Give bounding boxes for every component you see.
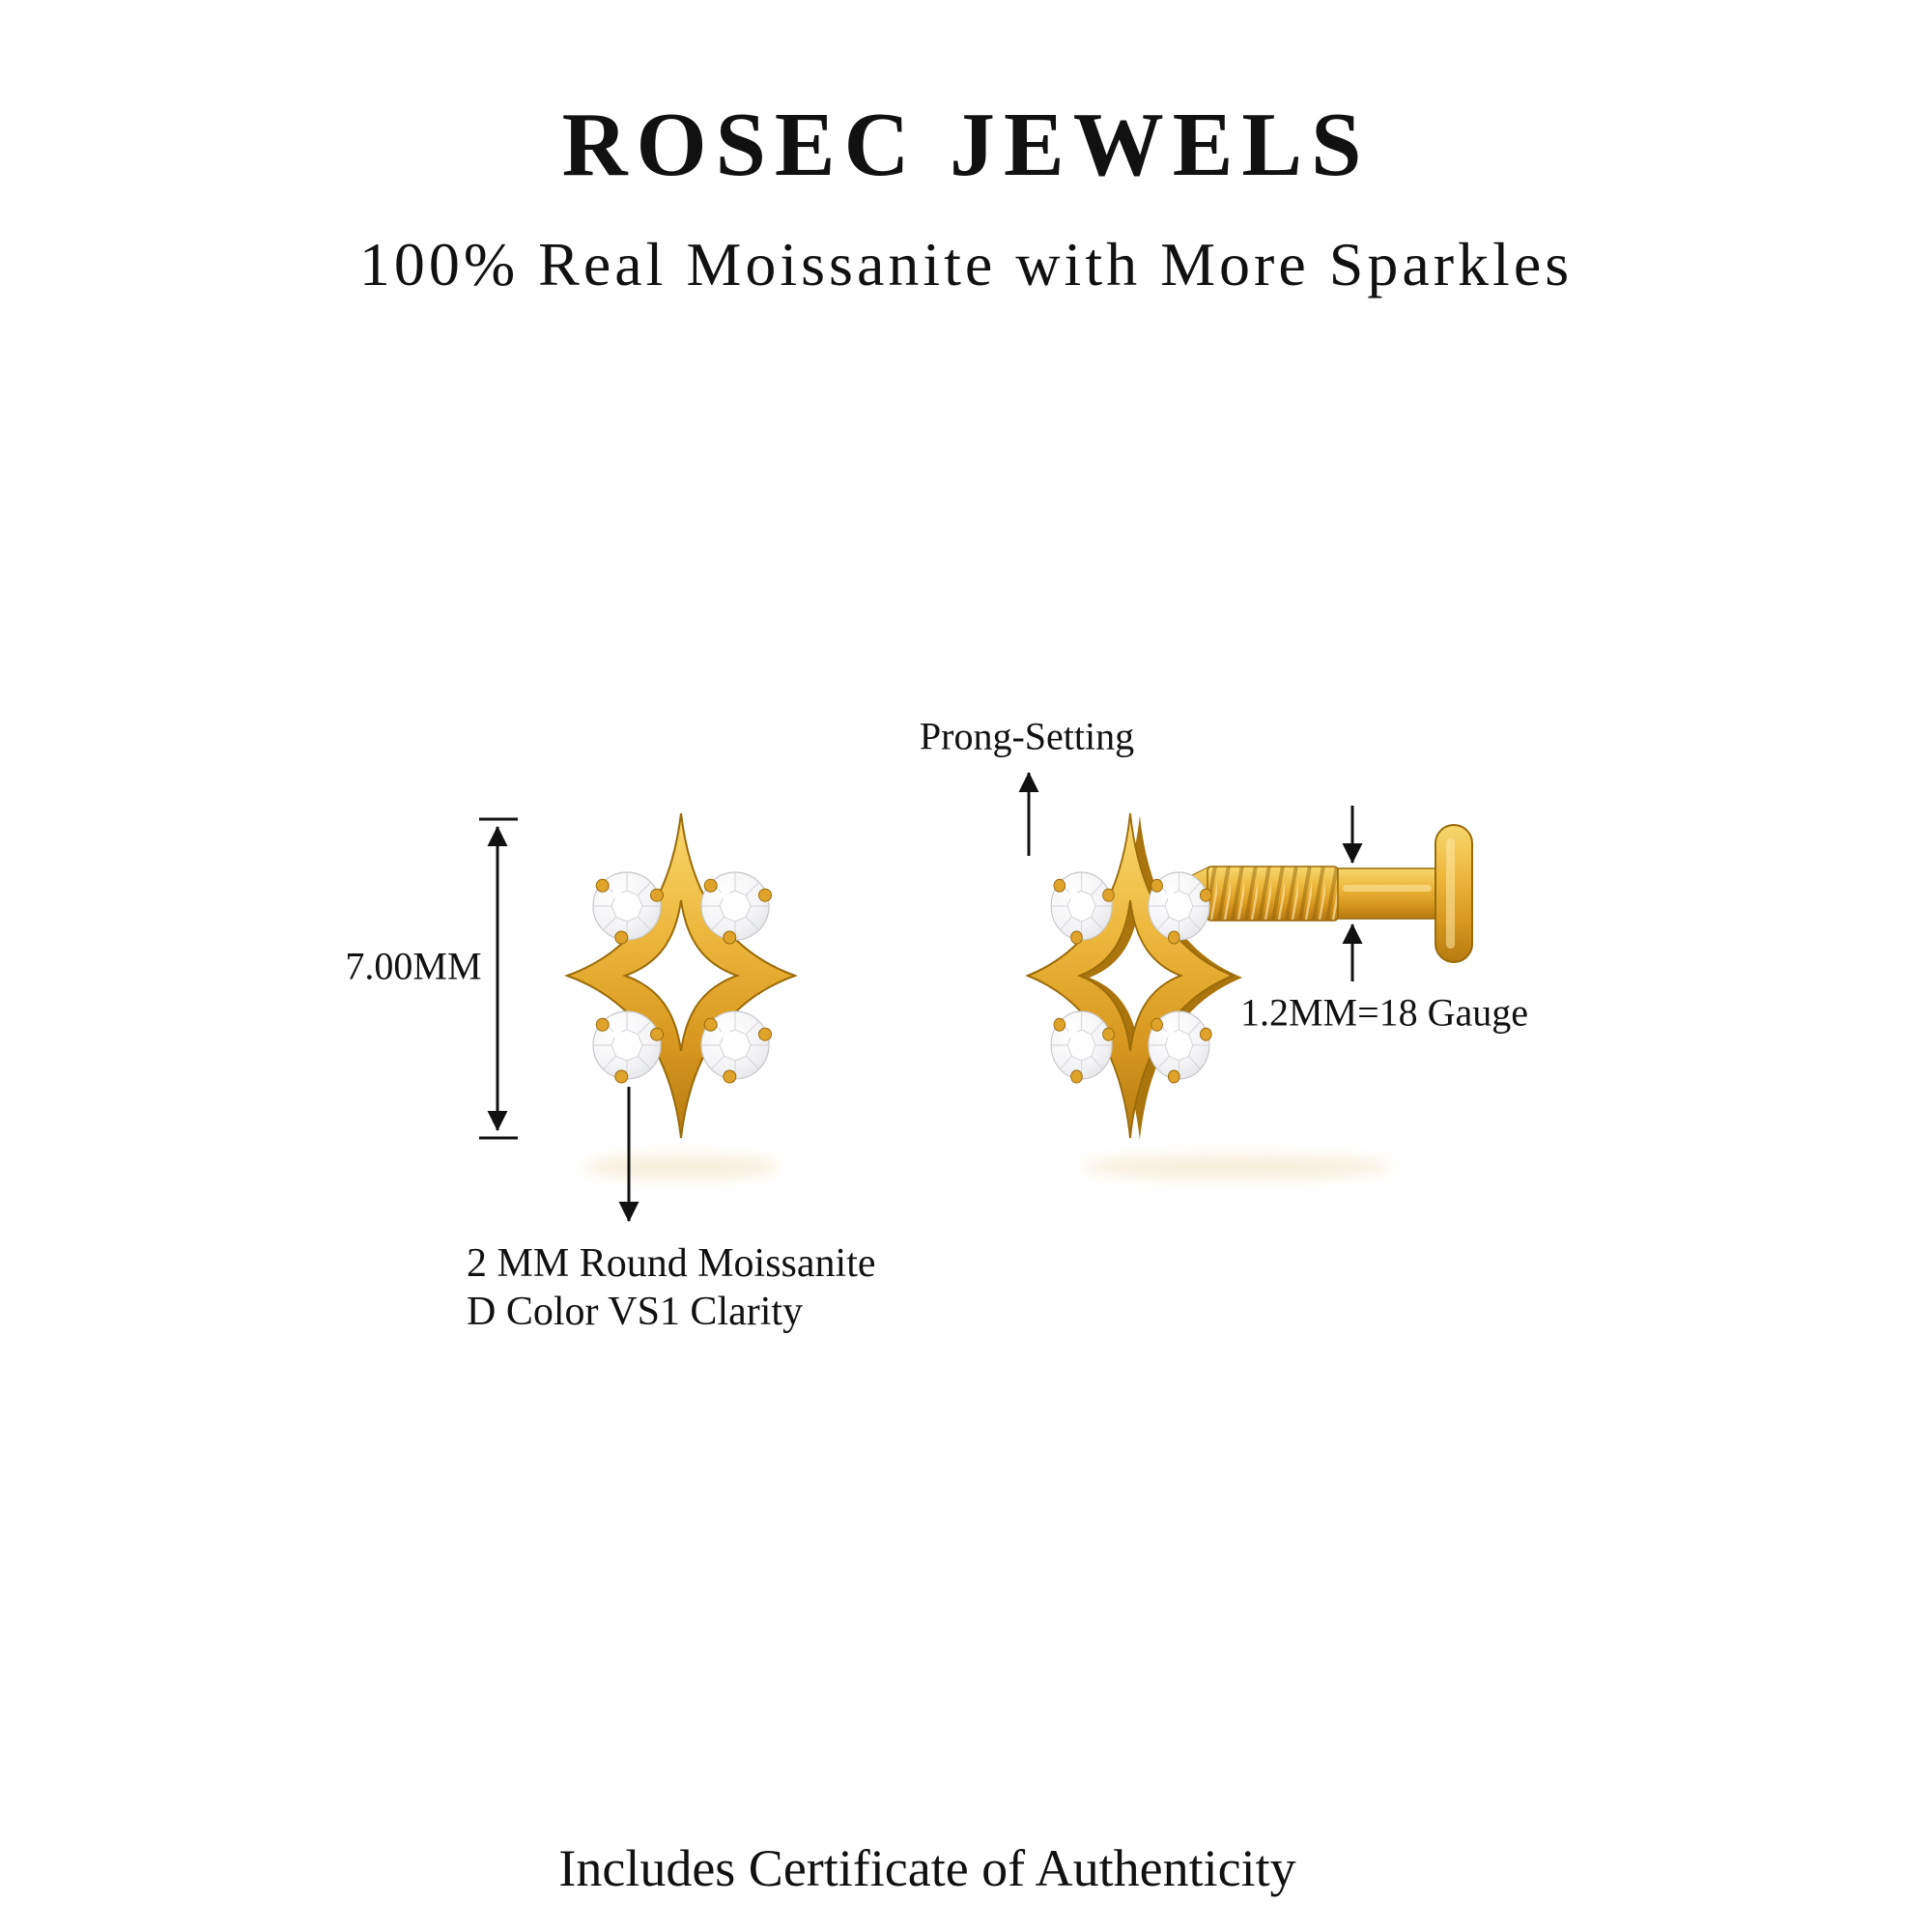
disc-highlight: [1446, 838, 1455, 949]
earring-front-view: [566, 812, 796, 1139]
brand-title: ROSEC JEWELS: [561, 95, 1371, 195]
thread-ridges: [1208, 867, 1338, 921]
annotation-arrows: [479, 771, 1363, 1223]
reflection-shadow: [584, 1154, 1391, 1179]
prong-setting-label: Prong-Setting: [919, 714, 1135, 758]
moissanite-stone: [700, 1010, 773, 1084]
tagline: 100% Real Moissanite with More Sparkles: [358, 230, 1574, 298]
certificate-note: Includes Certificate of Authenticity: [558, 1839, 1296, 1897]
shaft-highlight: [1343, 885, 1432, 892]
height-dimension-arrow: [479, 817, 518, 1140]
stone-spec-label: 2 MM Round Moissanite D Color VS1 Clarit…: [467, 1240, 876, 1336]
post-shaft: [1337, 867, 1436, 920]
moissanite-stone: [1148, 1010, 1212, 1084]
gold-star-frame: [566, 812, 796, 1139]
gold-star-frame: [1026, 812, 1235, 1139]
gauge-label: 1.2MM=18 Gauge: [1239, 990, 1529, 1035]
stone-spec-line2: D Color VS1 Clarity: [467, 1289, 804, 1334]
stone-spec-line1: 2 MM Round Moissanite: [467, 1241, 876, 1286]
stud-post: [1179, 824, 1473, 963]
height-dimension-label: 7.00MM: [345, 944, 482, 988]
earring-side-view: [1026, 812, 1243, 1140]
